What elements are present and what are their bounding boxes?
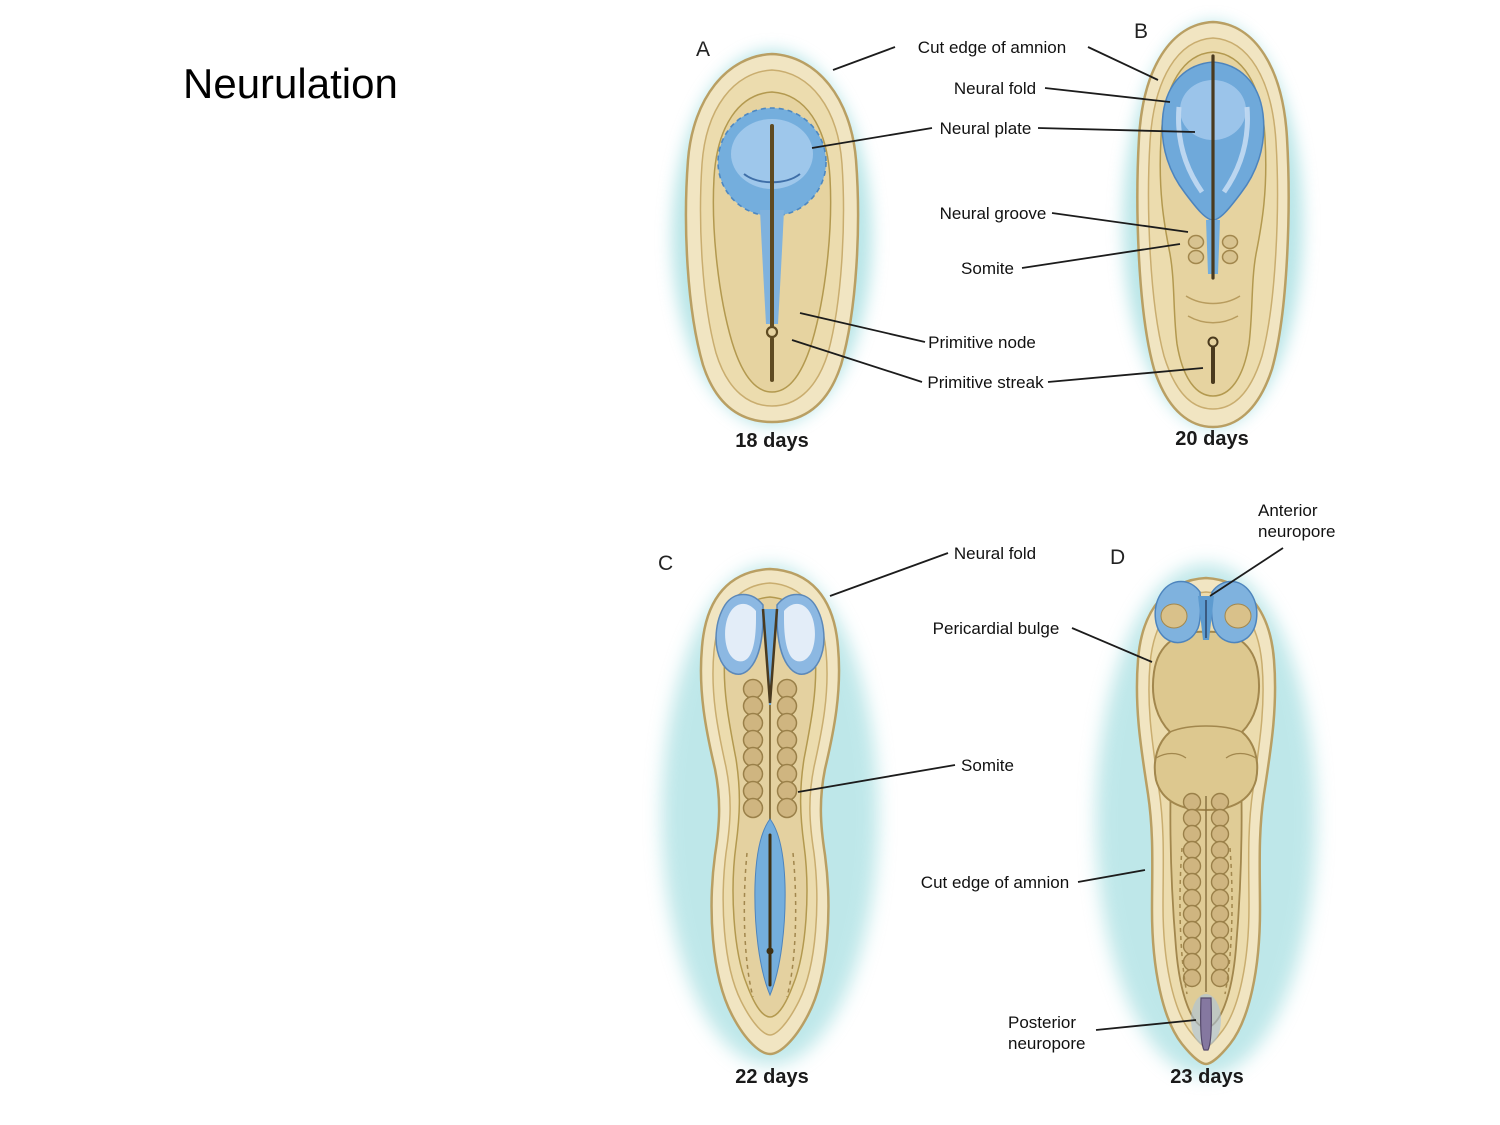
somite-shape xyxy=(1187,249,1205,265)
body-fold-line xyxy=(1185,295,1241,305)
label-neural-fold-bottom: Neural fold xyxy=(953,544,1037,563)
label-somite-bottom: Somite xyxy=(961,756,1014,775)
panel-letter-d: D xyxy=(1110,546,1126,569)
somite-column-left xyxy=(742,678,764,819)
label-cut-edge-of-amnion-bottom: Cut edge of amnion xyxy=(920,873,1070,892)
label-posterior-neuropore: Posterior neuropore xyxy=(1008,1013,1086,1054)
embryo-d-illustration xyxy=(1096,564,1316,1076)
label-pericardial-bulge: Pericardial bulge xyxy=(932,619,1060,638)
label-neural-plate: Neural plate xyxy=(939,119,1032,138)
neural-groove-line xyxy=(761,608,779,704)
label-primitive-streak: Primitive streak xyxy=(927,373,1044,392)
somite-shape xyxy=(1221,234,1239,250)
pericardial-bulge-shape xyxy=(1152,630,1260,812)
primitive-node-shape xyxy=(1207,336,1219,348)
somite-column-right xyxy=(776,678,798,819)
neural-fold-right-highlight xyxy=(784,603,815,662)
caption-23-days: 23 days xyxy=(1170,1066,1244,1088)
primitive-node-shape xyxy=(765,325,779,339)
embryo-b-illustration xyxy=(1123,20,1303,429)
body-fold-line xyxy=(1187,315,1239,324)
label-neural-fold-top: Neural fold xyxy=(953,79,1037,98)
brain-fold-left xyxy=(1160,603,1188,629)
slide-title: Neurulation xyxy=(183,60,398,107)
label-primitive-node: Primitive node xyxy=(928,333,1036,352)
panel-letter-b: B xyxy=(1134,20,1149,43)
body-edge-dashed-left xyxy=(1179,847,1188,995)
bulge-fold-line xyxy=(1169,725,1243,733)
somite-column-left xyxy=(1182,792,1202,988)
somite-shape xyxy=(1187,234,1205,250)
neural-fold-left xyxy=(1176,106,1205,194)
embryo-a-illustration xyxy=(672,50,872,426)
body-edge-dashed-left xyxy=(743,852,754,998)
panel-letter-c: C xyxy=(658,552,674,575)
caption-18-days: 18 days xyxy=(735,430,809,452)
neural-fold-left-highlight xyxy=(725,603,756,662)
caption-22-days: 22 days xyxy=(735,1066,809,1088)
bulge-detail-lines xyxy=(1155,752,1257,759)
neural-groove-strip xyxy=(763,609,777,705)
label-neural-groove: Neural groove xyxy=(939,204,1047,223)
somite-column-right xyxy=(1210,792,1230,988)
label-cut-edge-of-amnion-top: Cut edge of amnion xyxy=(917,38,1067,57)
primitive-node-remnant xyxy=(766,947,774,955)
embryo-c-illustration xyxy=(662,565,878,1065)
somite-shape xyxy=(1221,249,1239,265)
panel-letter-a: A xyxy=(696,38,711,61)
body-edge-dashed-right xyxy=(786,852,797,998)
label-somite-top: Somite xyxy=(961,259,1014,278)
neural-fold-right xyxy=(1221,106,1250,194)
label-anterior-neuropore: Anterior neuropore xyxy=(1258,501,1336,542)
brain-fold-right xyxy=(1224,603,1252,629)
body-edge-dashed-right xyxy=(1224,847,1233,995)
posterior-neuropore-shape xyxy=(1200,997,1212,1051)
caption-20-days: 20 days xyxy=(1175,428,1249,450)
